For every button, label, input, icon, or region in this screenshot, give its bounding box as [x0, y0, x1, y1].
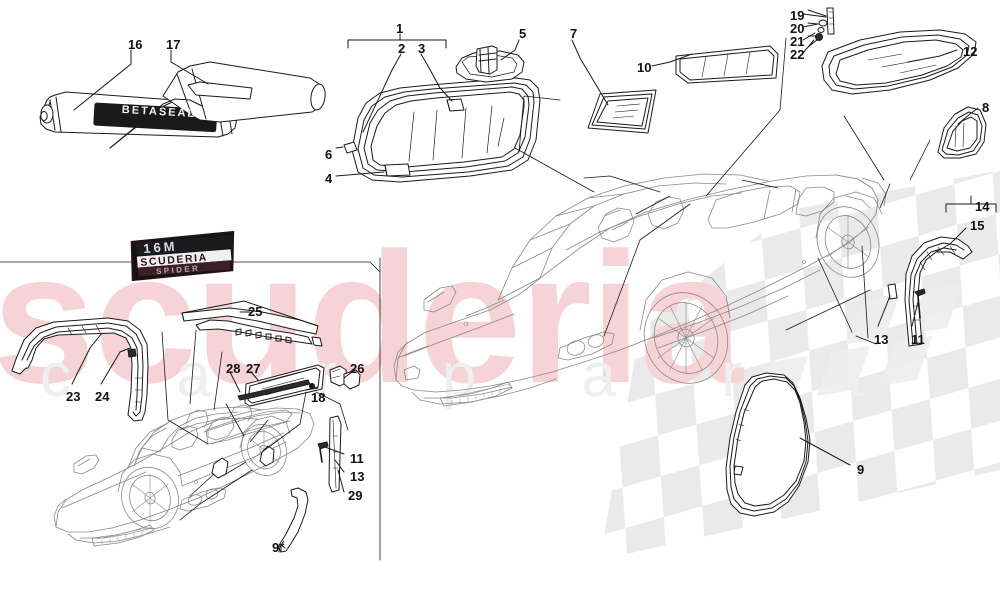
callout-sealant-cartridge[interactable]: 16 — [128, 37, 143, 52]
spider-car-art — [53, 404, 315, 547]
coupe-car-art — [393, 173, 887, 407]
callout-rear-windscreen[interactable]: 12 — [963, 44, 978, 59]
hood-trim-art — [181, 307, 323, 347]
callout-windscreen-glass[interactable]: 2 — [398, 41, 406, 56]
roof-trim-art — [887, 236, 973, 347]
grouping-lines — [0, 37, 931, 561]
callout-rear-quarter-glass[interactable]: 8 — [982, 100, 990, 115]
callout-roof-trim-assembly[interactable]: 14 — [975, 199, 990, 214]
callout-bracket[interactable]: 29 — [348, 488, 363, 503]
roll-bar-seal-art — [11, 317, 149, 422]
windscreen-assembly-art — [343, 77, 541, 183]
fasteners-art — [807, 7, 835, 48]
door-seal-art — [725, 372, 811, 517]
rear-window-glass-art — [237, 364, 325, 407]
rear-quarter-glass-art — [937, 106, 987, 159]
callout-lower-spacer[interactable]: 4 — [325, 171, 333, 186]
callout-door-seal-spider[interactable]: 9 — [272, 540, 280, 555]
callout-screw[interactable]: 11 — [911, 332, 925, 347]
callout-applicator-nozzle[interactable]: 17 — [166, 37, 181, 52]
callout-side-spacer[interactable]: 6 — [325, 147, 333, 162]
rear-view-mirror-art — [455, 45, 525, 83]
callout-screw-spider[interactable]: 11 — [350, 451, 364, 466]
applicator-nozzle-art — [109, 61, 326, 149]
callout-clip-spider[interactable]: 13 — [350, 469, 365, 484]
front-quarter-glass-art — [587, 89, 657, 134]
rear-windscreen-art — [821, 29, 977, 95]
callout-glass-stop[interactable]: 26 — [350, 361, 365, 376]
svg-text:SPIDER: SPIDER — [156, 264, 201, 276]
callout-mirror-mounting-pad[interactable]: 3 — [418, 41, 426, 56]
callout-door-seal[interactable]: 9 — [857, 462, 865, 477]
callout-front-quarter-glass[interactable]: 7 — [570, 26, 578, 41]
side-window-glass-art — [675, 45, 779, 84]
callout-bush[interactable]: 19 — [790, 8, 805, 23]
callout-rear-glass-seal[interactable]: 18 — [311, 390, 326, 405]
scuderia-badge: 16M SCUDERIA SPIDER — [126, 229, 239, 283]
callout-washer[interactable]: 21 — [790, 34, 805, 49]
callout-side-window-glass[interactable]: 10 — [637, 60, 652, 75]
callout-windscreen-assembly[interactable]: 1 — [396, 21, 404, 36]
leader-lines — [71, 13, 997, 549]
callout-rear-window-gasket[interactable]: 28 — [226, 361, 241, 376]
callout-roof-trim[interactable]: 15 — [970, 218, 985, 233]
spider-fastener-art — [317, 415, 342, 493]
callout-hood-trim-strip[interactable]: 25 — [248, 304, 263, 319]
callout-seal-retainer[interactable]: 24 — [95, 389, 110, 404]
door-seal-spider-art — [277, 487, 309, 553]
svg-text:16M: 16M — [143, 238, 178, 256]
callout-roll-bar-seal[interactable]: 23 — [66, 389, 81, 404]
callout-rear-view-mirror[interactable]: 5 — [519, 26, 527, 41]
callout-rear-window-glass[interactable]: 27 — [246, 361, 261, 376]
svg-text:SCUDERIA: SCUDERIA — [140, 252, 208, 269]
callout-nut[interactable]: 22 — [790, 47, 805, 62]
callout-spacer[interactable]: 20 — [790, 21, 805, 36]
watermark-primary: scuderia — [0, 215, 743, 422]
callout-clip[interactable]: 13 — [874, 332, 889, 347]
